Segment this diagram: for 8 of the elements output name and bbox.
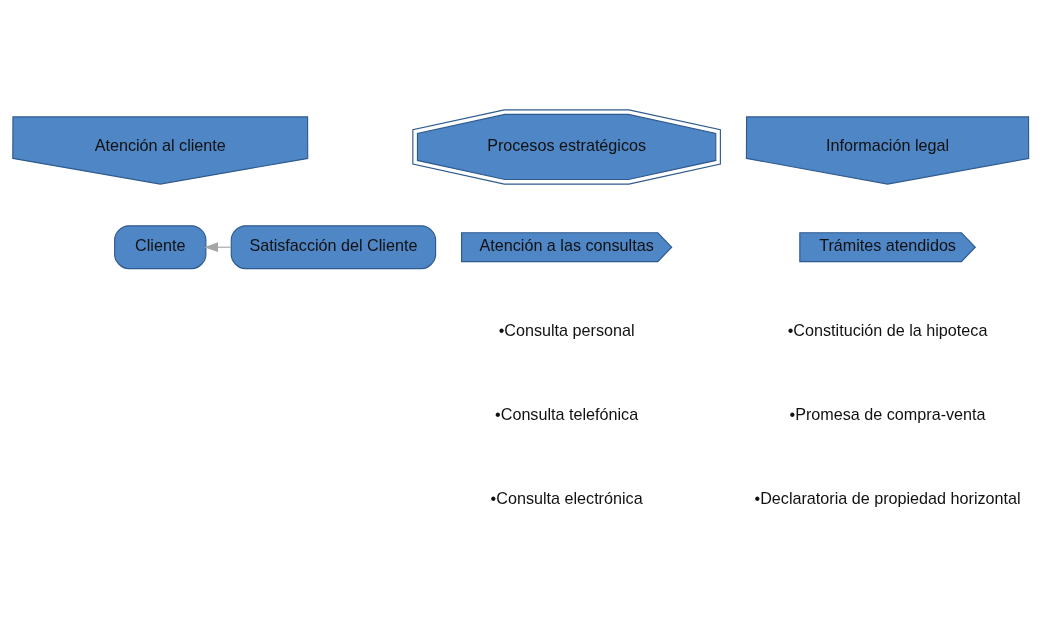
label: •Consulta personal (498, 320, 635, 339)
label: •Declaratoria de propiedad horizontal (754, 489, 1021, 508)
label: •Consulta electrónica (490, 489, 643, 508)
label: •Constitución de la hipoteca (787, 320, 988, 339)
label: •Consulta telefónica (495, 405, 639, 424)
node-box: Satisfacción del Cliente (230, 225, 437, 270)
label: •Promesa de compra-venta (789, 405, 986, 424)
node-box: Cliente (114, 225, 207, 270)
